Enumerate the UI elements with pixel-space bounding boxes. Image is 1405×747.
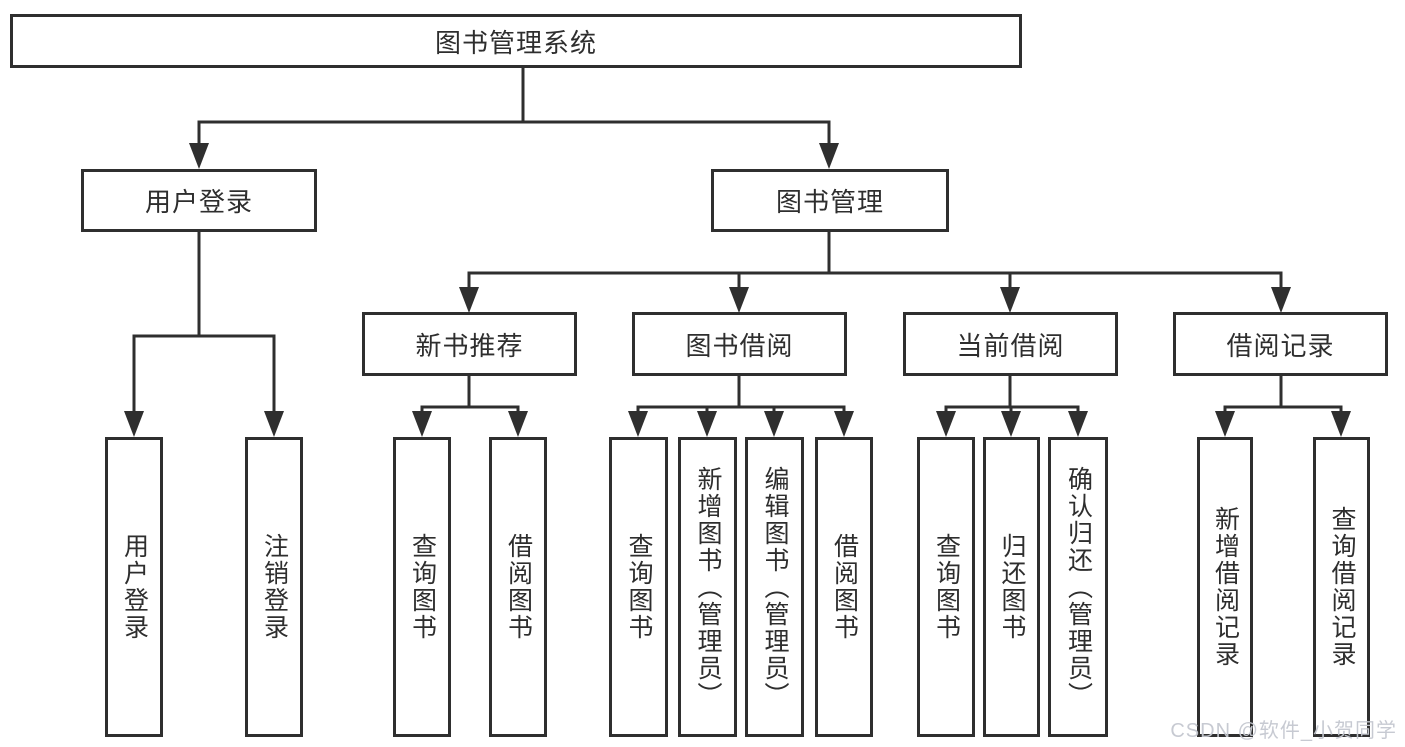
node-label: 查询借阅记录 (1328, 506, 1356, 668)
node-label: 当前借阅 (956, 330, 1065, 361)
arrowhead (1001, 411, 1021, 437)
node-label: 归还图书 (998, 533, 1026, 641)
arrowhead (729, 287, 749, 313)
node-label: 新增图书（管理员） (694, 465, 722, 709)
connector-root-to-level2 (189, 66, 839, 169)
leaf-add-book-admin: 新增图书（管理员） (678, 437, 737, 737)
node-label: 借阅图书 (830, 533, 859, 641)
node-borrow-records: 借阅记录 (1173, 312, 1388, 376)
leaf-query-books-recommend: 查询图书 (393, 437, 451, 737)
leaf-query-borrow-record: 查询借阅记录 (1313, 437, 1370, 737)
node-label: 新增借阅记录 (1211, 506, 1240, 668)
arrowhead (1000, 287, 1020, 313)
leaf-return-books: 归还图书 (983, 437, 1040, 737)
leaf-query-books-current: 查询图书 (917, 437, 975, 737)
node-book-borrow: 图书借阅 (632, 312, 847, 376)
csdn-watermark: CSDN @软件_小贺同学 (1170, 720, 1397, 742)
arrowhead (264, 411, 284, 437)
node-label: 借阅记录 (1226, 330, 1335, 361)
arrowhead (819, 143, 839, 169)
leaf-add-borrow-record: 新增借阅记录 (1197, 437, 1253, 737)
arrowhead (189, 143, 209, 169)
leaf-logout: 注销登录 (245, 437, 303, 737)
arrowhead (1215, 411, 1235, 437)
node-current-borrow: 当前借阅 (903, 312, 1118, 376)
node-label: 确认归还（管理员） (1064, 465, 1093, 709)
node-label: 编辑图书（管理员） (761, 465, 789, 709)
node-label: 借阅图书 (504, 533, 533, 641)
connector-new-book-recommend-children (412, 374, 528, 437)
arrowhead (508, 411, 528, 437)
arrowhead (764, 411, 784, 437)
node-root-system: 图书管理系统 (10, 14, 1022, 68)
arrowhead (1068, 411, 1088, 437)
node-new-book-recommend: 新书推荐 (362, 312, 577, 376)
connector-book-management-children (459, 230, 1291, 313)
arrowhead (834, 411, 854, 437)
arrowhead (936, 411, 956, 437)
node-label: 注销登录 (260, 533, 289, 641)
arrowhead (697, 411, 717, 437)
leaf-edit-book-admin: 编辑图书（管理员） (745, 437, 804, 737)
leaf-user-login: 用户登录 (105, 437, 163, 737)
leaf-borrow-books-recommend: 借阅图书 (489, 437, 547, 737)
arrowhead (628, 411, 648, 437)
connector-current-borrow-children (936, 374, 1088, 437)
arrowhead (1331, 411, 1351, 437)
arrowhead (1271, 287, 1291, 313)
leaf-confirm-return-admin: 确认归还（管理员） (1048, 437, 1108, 737)
connector-borrow-records-children (1215, 374, 1351, 437)
connector-user-login-children (124, 230, 284, 437)
node-label: 新书推荐 (415, 330, 524, 361)
node-label: 图书管理 (775, 187, 884, 217)
node-label: 查询图书 (932, 533, 961, 641)
node-book-management: 图书管理 (711, 169, 949, 232)
node-label: 图书管理系统 (434, 27, 597, 58)
node-label: 查询图书 (625, 533, 653, 641)
arrowhead (412, 411, 432, 437)
arrowhead (459, 287, 479, 313)
node-user-login: 用户登录 (81, 169, 317, 232)
node-label: 查询图书 (408, 533, 437, 641)
node-label: 用户登录 (144, 187, 253, 217)
node-label: 图书借阅 (685, 330, 794, 361)
leaf-borrow-books: 借阅图书 (815, 437, 873, 737)
arrowhead (124, 411, 144, 437)
connector-book-borrow-children (628, 374, 854, 437)
leaf-query-books-borrow: 查询图书 (609, 437, 668, 737)
node-label: 用户登录 (120, 533, 149, 641)
